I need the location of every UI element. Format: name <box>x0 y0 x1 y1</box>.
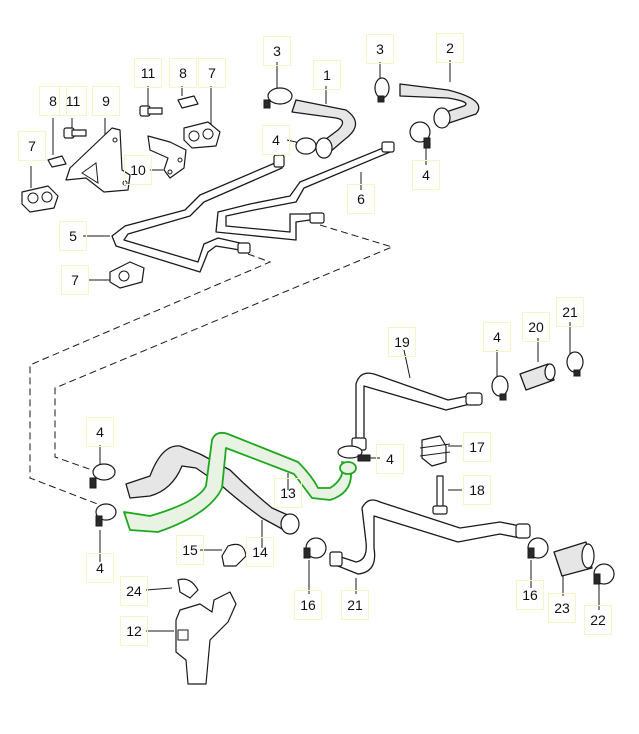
clip-24 <box>177 578 199 599</box>
callout-part-18[interactable]: 18 <box>463 475 491 505</box>
callout-part-3[interactable]: 3 <box>263 36 291 66</box>
callout-part-14[interactable]: 14 <box>246 537 274 567</box>
sleeve-23 <box>553 541 595 577</box>
callout-part-1[interactable]: 1 <box>313 60 341 90</box>
retainer-7-left <box>21 185 59 213</box>
callout-part-17[interactable]: 17 <box>463 432 491 462</box>
bracket-17 <box>419 435 451 467</box>
callout-part-11[interactable]: 11 <box>134 58 162 88</box>
callout-part-23[interactable]: 23 <box>548 593 576 623</box>
callout-part-7[interactable]: 7 <box>18 131 46 161</box>
callout-part-4[interactable]: 4 <box>483 322 511 352</box>
callout-part-7[interactable]: 7 <box>198 58 226 88</box>
callout-part-4[interactable]: 4 <box>86 417 114 447</box>
callout-part-19[interactable]: 19 <box>388 327 416 357</box>
retainer-7-top <box>183 121 221 149</box>
callout-part-22[interactable]: 22 <box>584 605 612 635</box>
hose-1 <box>291 99 357 159</box>
clip-8-left <box>47 155 67 168</box>
callout-part-9[interactable]: 9 <box>92 86 120 116</box>
callout-part-8[interactable]: 8 <box>169 58 197 88</box>
pipe-21 <box>329 499 531 575</box>
clip-8-right <box>177 95 199 109</box>
callout-part-10[interactable]: 10 <box>124 155 152 185</box>
hose-14 <box>125 445 300 535</box>
hose-13-highlighted <box>123 431 357 533</box>
bolt-18 <box>432 475 448 515</box>
sleeve-20 <box>519 363 556 391</box>
callout-part-11[interactable]: 11 <box>59 86 87 116</box>
callout-part-15[interactable]: 15 <box>176 535 204 565</box>
bracket-9 <box>65 127 131 193</box>
clamps-mid-right <box>337 351 584 462</box>
leader-lines <box>30 60 600 632</box>
clamps-left <box>89 463 117 527</box>
clip-15 <box>221 543 247 567</box>
callout-part-2[interactable]: 2 <box>436 33 464 63</box>
callout-part-21[interactable]: 21 <box>341 590 369 620</box>
routing-dashes <box>29 224 394 506</box>
callout-part-24[interactable]: 24 <box>120 576 148 606</box>
pipe-6 <box>215 141 395 241</box>
callout-part-12[interactable]: 12 <box>120 616 148 646</box>
pipe-19 <box>351 372 483 451</box>
hose-2 <box>399 83 480 129</box>
callout-part-3[interactable]: 3 <box>366 34 394 64</box>
callout-part-16[interactable]: 16 <box>516 580 544 610</box>
bolt-11-left <box>63 127 87 139</box>
callout-part-7[interactable]: 7 <box>61 265 89 295</box>
callout-part-6[interactable]: 6 <box>347 184 375 214</box>
callout-part-4[interactable]: 4 <box>412 160 440 190</box>
callout-part-20[interactable]: 20 <box>522 312 550 342</box>
callout-part-5[interactable]: 5 <box>59 221 87 251</box>
bracket-10 <box>147 135 187 179</box>
callout-part-4[interactable]: 4 <box>376 444 404 474</box>
callout-part-21[interactable]: 21 <box>556 297 584 327</box>
callout-part-8[interactable]: 8 <box>39 86 67 116</box>
callout-part-4[interactable]: 4 <box>262 125 290 155</box>
bracket-12 <box>175 591 237 685</box>
bolt-11-right <box>139 105 163 117</box>
clamps-top <box>263 77 431 155</box>
callout-part-16[interactable]: 16 <box>294 590 322 620</box>
callout-part-4[interactable]: 4 <box>86 553 114 583</box>
clamps-bottom-right <box>303 537 615 585</box>
pipe-5 <box>111 154 285 273</box>
retainer-7-mid <box>109 261 145 289</box>
callout-part-13[interactable]: 13 <box>274 478 302 508</box>
